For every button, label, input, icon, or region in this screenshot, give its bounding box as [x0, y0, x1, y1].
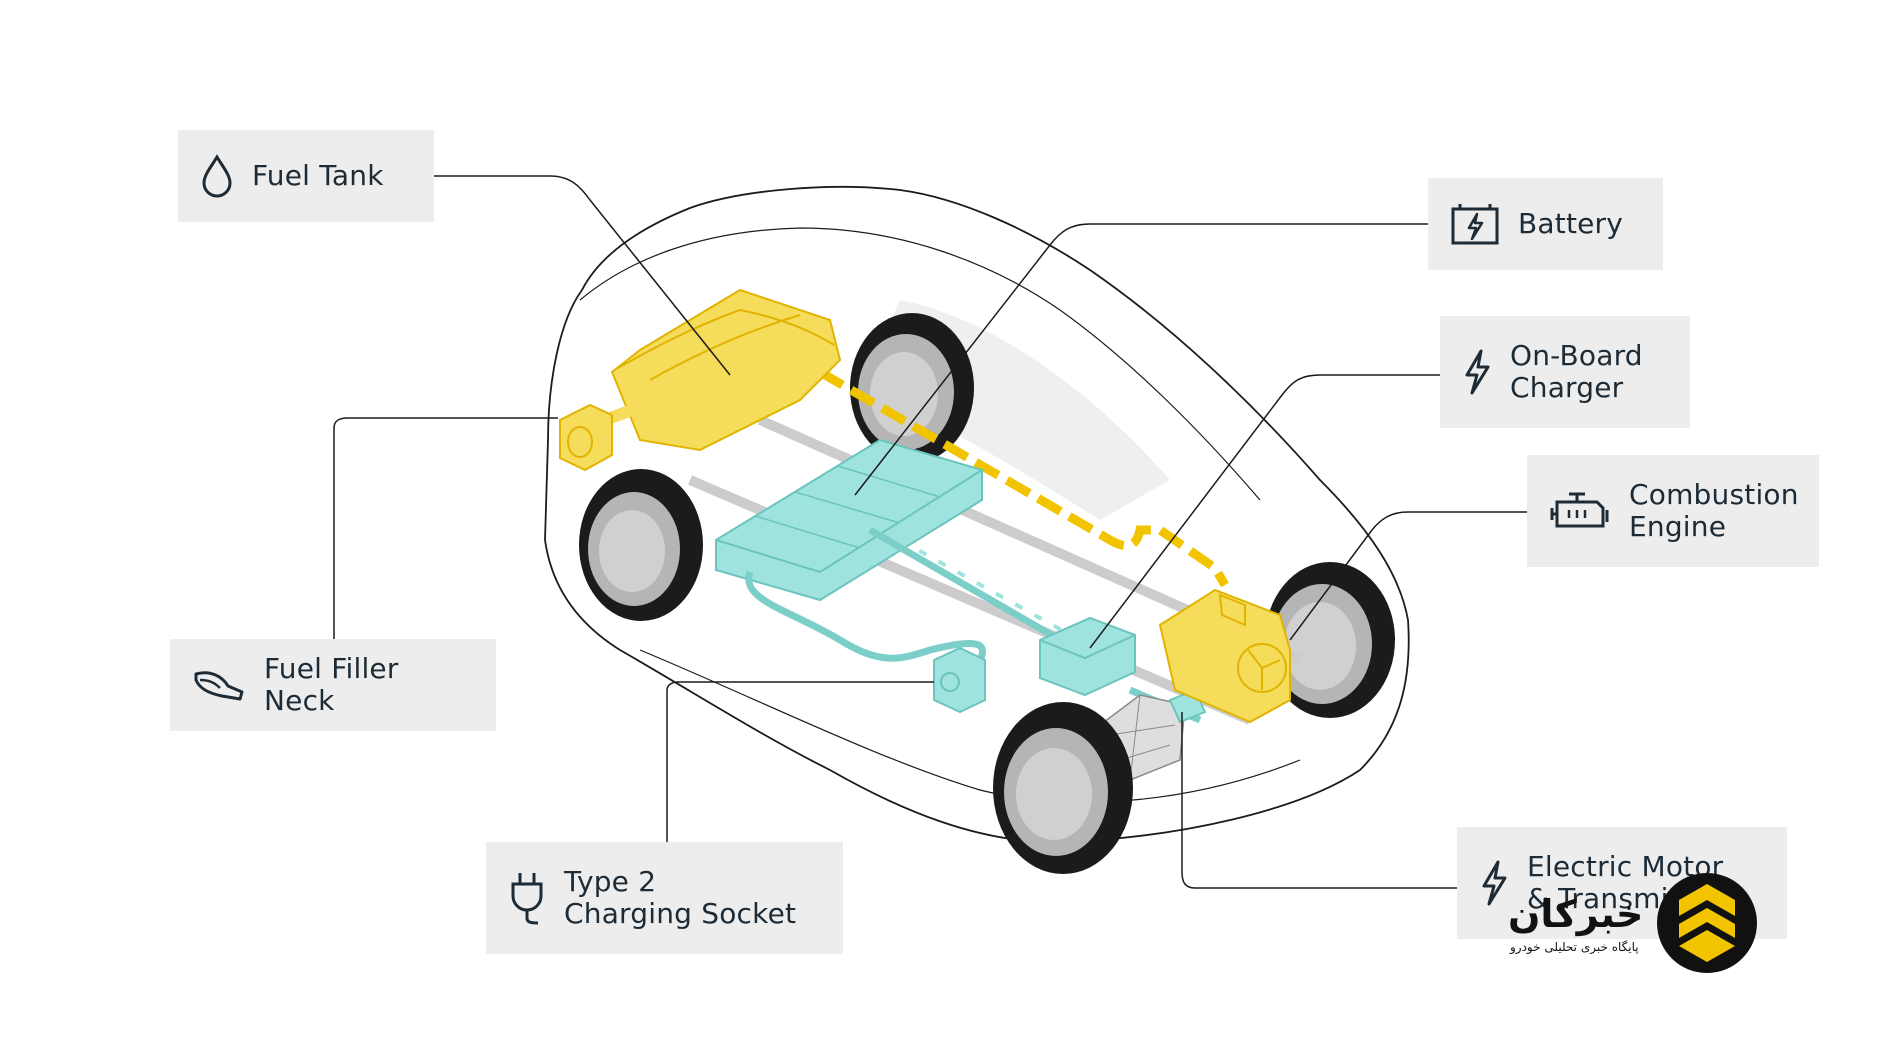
- logo-emblem-icon: [1657, 873, 1757, 973]
- leader-line-engine: [1289, 511, 1527, 641]
- engine-icon: [1549, 488, 1611, 534]
- rear-left-wheel: [579, 469, 703, 621]
- battery-callout: Battery: [1428, 178, 1663, 270]
- combustion-engine-callout: Combustion Engine: [1527, 455, 1819, 567]
- plug-icon: [508, 870, 546, 926]
- lightning-icon: [1479, 859, 1509, 907]
- fuel-filler-part: [559, 403, 613, 472]
- on-board-charger-label: On-Board Charger: [1510, 339, 1643, 404]
- rear-right-wheel: [850, 313, 974, 463]
- battery-label: Battery: [1518, 207, 1624, 240]
- combustion-engine-part: [1158, 588, 1291, 724]
- car-lower-line: [639, 649, 1301, 803]
- on-board-charger-callout: On-Board Charger: [1440, 316, 1690, 428]
- electric-motor-label: Electric Motor & Transmission: [1527, 850, 1742, 915]
- front-right-wheel: [1265, 562, 1395, 718]
- fuel-nozzle-icon: [192, 666, 246, 704]
- leader-line-fuel-tank: [434, 175, 731, 376]
- lightning-icon: [1462, 348, 1492, 396]
- charging-socket-callout: Type 2 Charging Socket: [486, 842, 843, 954]
- electric-cable: [745, 570, 986, 662]
- charging-socket-part: [933, 646, 986, 714]
- combustion-engine-label: Combustion Engine: [1629, 478, 1799, 543]
- charging-socket-label: Type 2 Charging Socket: [564, 865, 797, 930]
- electric-cable: [899, 538, 1066, 634]
- electric-cable: [868, 526, 1062, 644]
- leader-line-socket: [666, 681, 934, 842]
- droplet-icon: [200, 154, 234, 198]
- watermark-wordmark: خبرکان: [1508, 892, 1644, 936]
- front-left-wheel: [993, 702, 1133, 874]
- watermark-logo: خبرکان پایگاه خبری تحلیلی خودرو: [1500, 868, 1762, 978]
- leader-line-charger: [1089, 374, 1440, 649]
- fuel-tank-label: Fuel Tank: [252, 159, 384, 192]
- watermark-tagline: پایگاه خبری تحلیلی خودرو: [1510, 940, 1639, 954]
- fuel-tank-callout: Fuel Tank: [178, 130, 434, 222]
- on-board-charger-part: [1039, 616, 1136, 697]
- fuel-filler-neck-callout: Fuel Filler Neck: [170, 639, 496, 731]
- leader-line-motor: [1181, 712, 1457, 889]
- battery-part: [715, 438, 983, 602]
- leader-line-battery: [854, 223, 1428, 496]
- fuel-filler-neck-label: Fuel Filler Neck: [264, 652, 399, 717]
- battery-icon: [1450, 201, 1500, 247]
- leader-line-filler: [333, 417, 558, 639]
- car-window-line: [579, 227, 1261, 501]
- fuel-line: [817, 368, 1229, 588]
